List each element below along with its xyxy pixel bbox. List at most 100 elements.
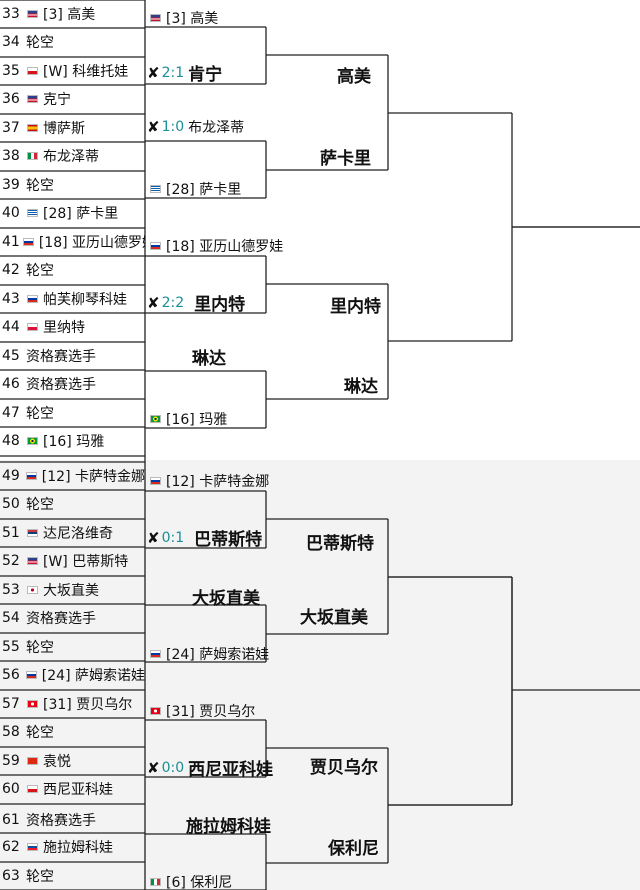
draw-number: 47	[2, 405, 20, 421]
round2-entry[interactable]: 琳达	[192, 344, 226, 369]
round2-entry[interactable]: [28] 萨卡里	[147, 179, 241, 199]
draw-number: 55	[2, 639, 20, 655]
draw-row[interactable]: 40[28] 萨卡里	[0, 199, 145, 227]
round3-entry[interactable]: 大坂直美	[300, 608, 368, 628]
round3-entry[interactable]: 保利尼	[328, 839, 379, 859]
draw-number: 36	[2, 91, 20, 107]
us-flag-icon	[27, 557, 38, 565]
gr-flag-icon	[27, 209, 38, 217]
us-flag-icon	[27, 95, 38, 103]
player-name: 轮空	[26, 178, 54, 194]
player-name: [3] 高美	[166, 11, 219, 27]
draw-number: 35	[2, 63, 20, 79]
br-flag-icon	[27, 437, 38, 445]
draw-number: 39	[2, 177, 20, 193]
draw-number: 42	[2, 262, 20, 278]
round3-entry[interactable]: 琳达	[344, 377, 378, 397]
draw-row[interactable]: 33[3] 高美	[0, 0, 145, 28]
player-name: 轮空	[26, 640, 54, 656]
player-name: [12] 卡萨特金娜	[166, 474, 270, 490]
draw-row[interactable]: 56[24] 萨姆索诺娃	[0, 661, 145, 689]
round2-entry[interactable]: [16] 玛雅	[147, 409, 227, 429]
round3-entry[interactable]: 萨卡里	[320, 149, 371, 169]
player-name: 资格赛选手	[26, 349, 96, 365]
round3-entry[interactable]: 贾贝乌尔	[310, 758, 378, 778]
player-name: [W] 巴蒂斯特	[43, 554, 129, 570]
player-name: [28] 萨卡里	[43, 206, 119, 222]
player-name: 轮空	[26, 497, 54, 513]
draw-row[interactable]: 51 达尼洛维奇	[0, 519, 145, 547]
draw-row[interactable]: 60 西尼亚科娃	[0, 775, 145, 803]
round2-entry[interactable]: [3] 高美	[147, 8, 218, 28]
draw-number: 60	[2, 781, 20, 797]
x-mark-icon: ✘	[147, 118, 160, 136]
cz-flag-icon	[27, 785, 38, 793]
round2-entry[interactable]: [31] 贾贝乌尔	[147, 701, 255, 721]
x-mark-icon: ✘	[147, 528, 160, 547]
round3-entry[interactable]: 里内特	[330, 297, 381, 317]
draw-row[interactable]: 57[31] 贾贝乌尔	[0, 690, 145, 718]
draw-number: 56	[2, 667, 20, 683]
round2-entry[interactable]: [24] 萨姆索诺娃	[147, 644, 269, 664]
draw-number: 53	[2, 582, 20, 598]
player-name: [18] 亚历山德罗娃	[38, 235, 145, 251]
player-name: [31] 贾贝乌尔	[166, 704, 256, 720]
round3-entry[interactable]: 高美	[337, 67, 371, 87]
player-name: [18] 亚历山德罗娃	[166, 239, 284, 255]
draw-number: 54	[2, 610, 20, 626]
draw-row[interactable]: 41[18] 亚历山德罗娃	[0, 228, 145, 256]
player-name: 博萨斯	[43, 121, 85, 137]
round2-entry[interactable]: [12] 卡萨特金娜	[147, 471, 269, 491]
player-name: 布龙泽蒂	[43, 149, 99, 165]
ru-flag-icon	[25, 472, 37, 480]
ru-flag-icon	[150, 650, 161, 658]
draw-row[interactable]: 48[16] 玛雅	[0, 427, 145, 455]
player-name: 达尼洛维奇	[43, 526, 113, 542]
round2-entry[interactable]: [6] 保利尼	[147, 872, 232, 890]
player-name: 资格赛选手	[26, 611, 96, 627]
player-name: 肯宁	[188, 65, 223, 85]
it-flag-icon	[150, 878, 161, 886]
player-name: 轮空	[26, 869, 54, 885]
draw-row[interactable]: 55 轮空	[0, 633, 145, 661]
round2-entry[interactable]: 大坂直美	[192, 584, 260, 609]
draw-number: 51	[2, 525, 20, 541]
player-name: 轮空	[26, 35, 54, 51]
draw-row[interactable]: 52[W] 巴蒂斯特	[0, 547, 145, 575]
draw-row[interactable]: 39 轮空	[0, 171, 145, 199]
round2-entry[interactable]: [18] 亚历山德罗娃	[147, 236, 283, 256]
player-name: 西尼亚科娃	[43, 782, 113, 798]
draw-row[interactable]: 49[12] 卡萨特金娜	[0, 462, 145, 490]
it-flag-icon	[27, 152, 38, 160]
br-flag-icon	[150, 415, 161, 423]
draw-number: 61	[2, 812, 20, 828]
draw-row[interactable]: 35[W] 科维托娃	[0, 57, 145, 85]
bottom-half-background	[0, 460, 640, 890]
round3-entry[interactable]: 巴蒂斯特	[306, 534, 374, 554]
draw-row[interactable]: 54 资格赛选手	[0, 604, 145, 632]
round2-entry[interactable]: 施拉姆科娃	[186, 812, 271, 837]
